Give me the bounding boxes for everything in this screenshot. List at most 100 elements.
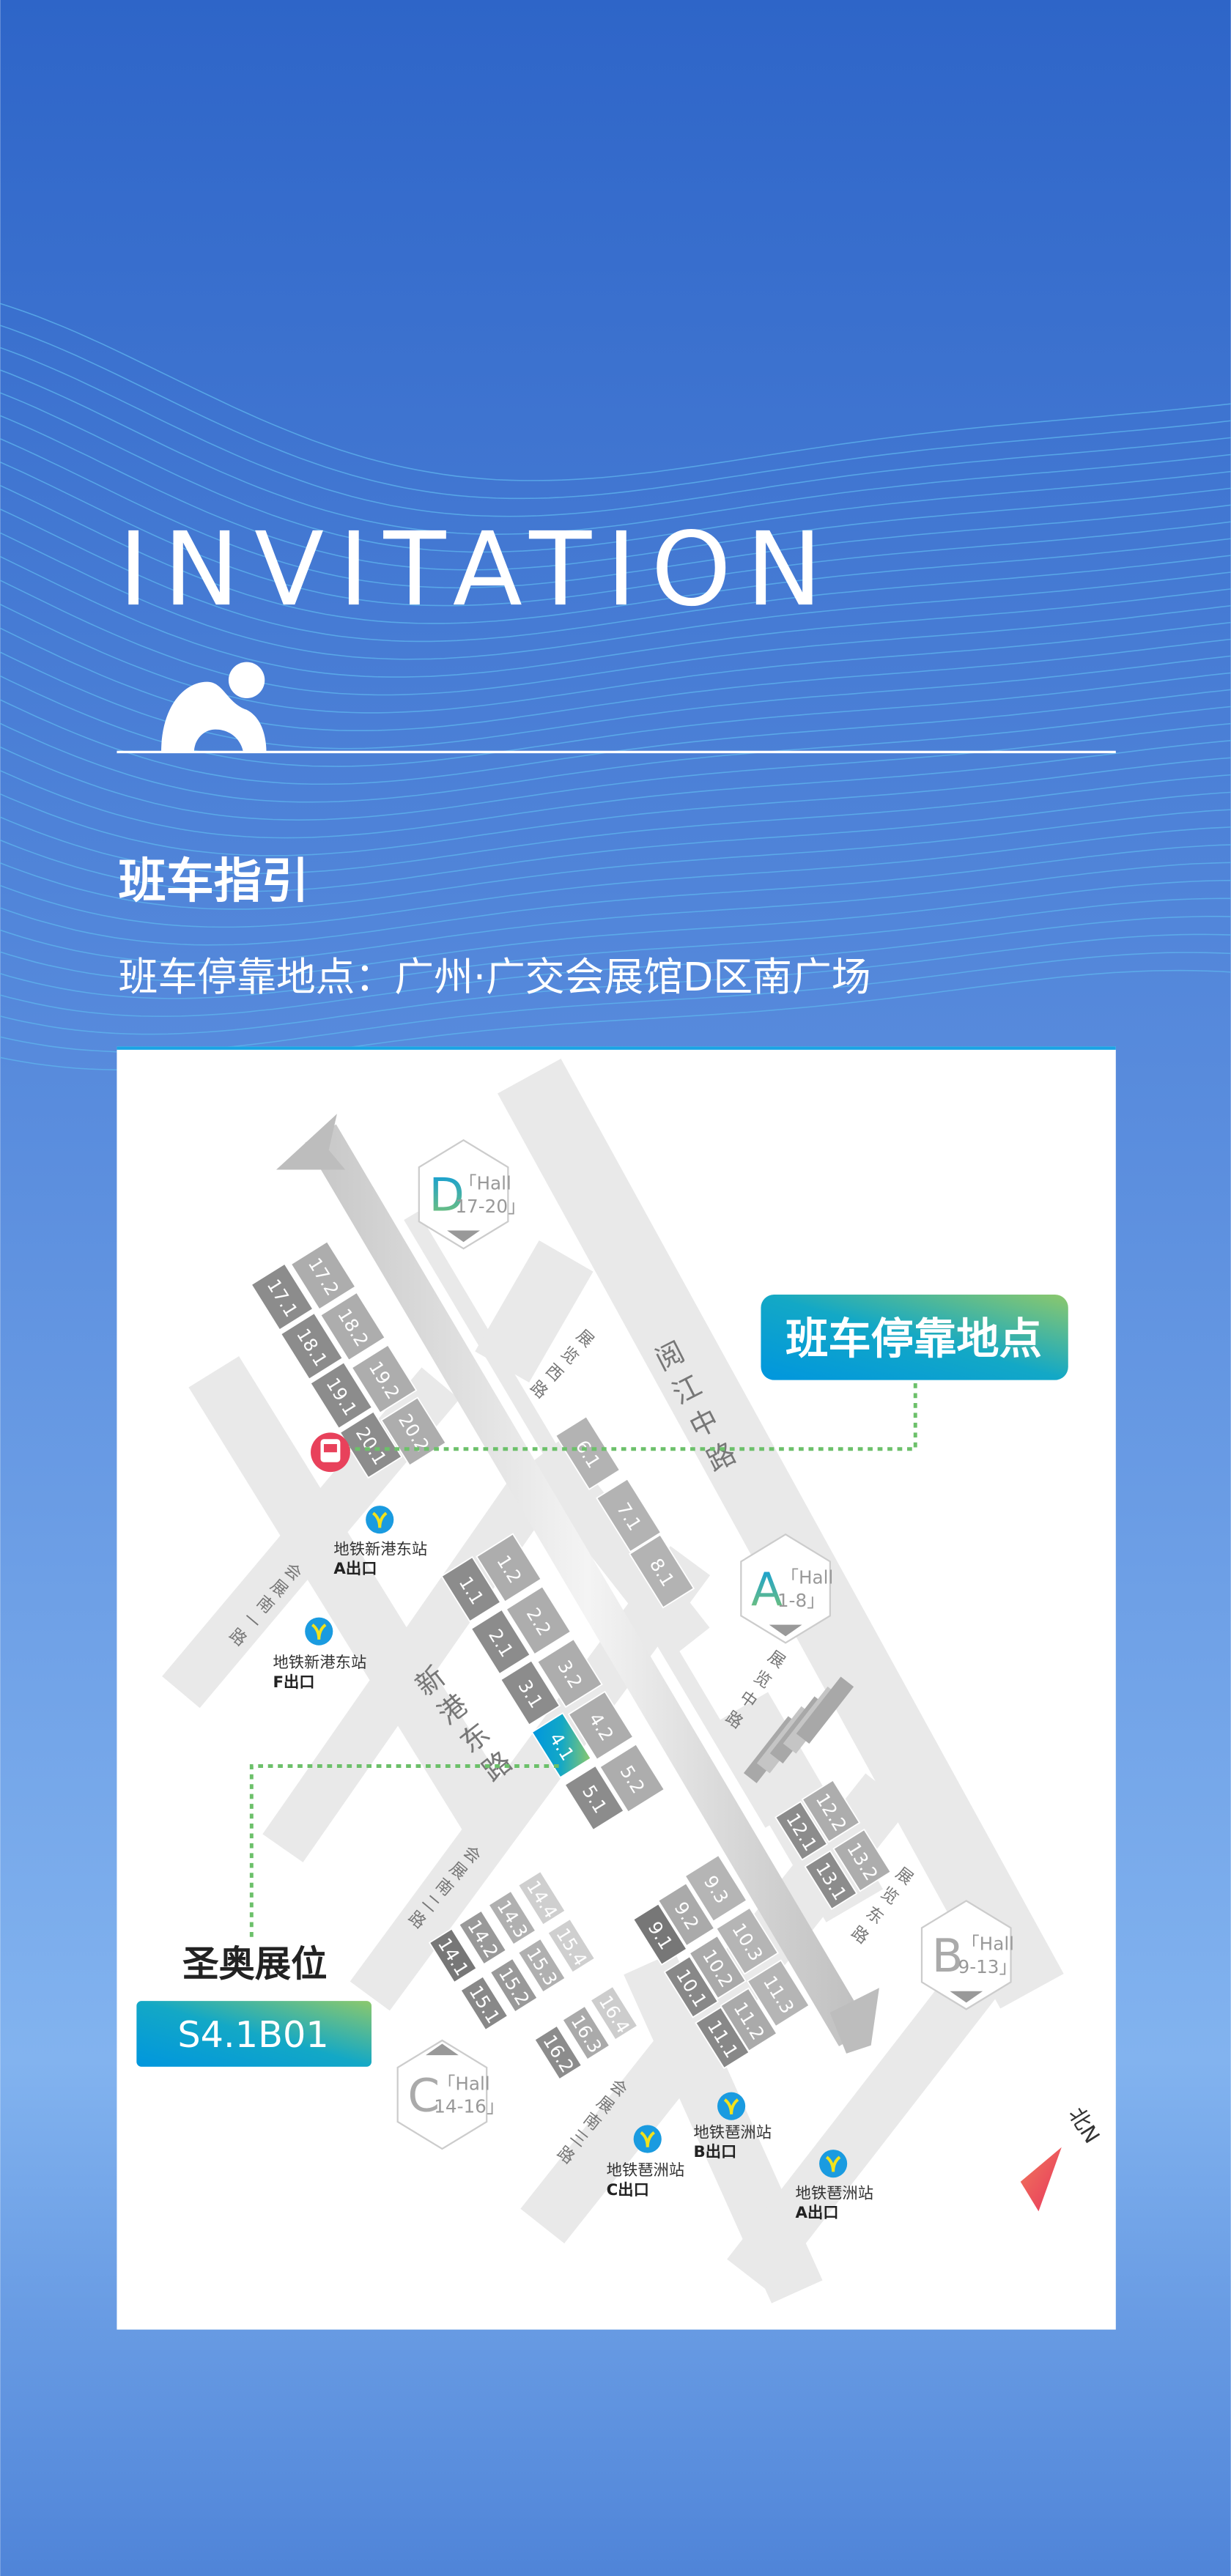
zone-hall-label: 「Hall — [780, 1567, 833, 1588]
hexagon — [920, 1900, 1012, 2010]
wave-line — [0, 325, 1231, 500]
hall-block — [533, 2024, 583, 2081]
hall-block — [517, 1870, 566, 1926]
wave-line — [0, 791, 1231, 892]
wave-line — [0, 809, 1231, 910]
wave-line — [0, 369, 1231, 535]
wave-decoration — [0, 303, 1231, 1071]
hall-block — [563, 1764, 625, 1832]
wave-line — [0, 879, 1231, 982]
hall-block — [428, 1928, 478, 1984]
zone-letter: B — [932, 1929, 964, 1983]
hall-block — [487, 1890, 537, 1946]
hall-block — [628, 1533, 695, 1609]
central-avenue — [305, 1124, 870, 2047]
hall-block — [489, 1957, 539, 2013]
hexagon — [396, 2039, 488, 2150]
hall-1-2: 1.2 — [476, 1533, 542, 1603]
metro-station-name: 地铁新港东站 — [273, 1654, 366, 1672]
wave-line — [0, 437, 1231, 589]
metro-exit-name: F出口 — [273, 1673, 314, 1692]
brand-logo — [160, 662, 267, 752]
map-card-top-border — [117, 1046, 1116, 1050]
hall-3-2: 3.2 — [536, 1637, 603, 1709]
bus-callout-connector — [336, 1383, 917, 1451]
zone-hall-range: 17-20」 — [455, 1196, 525, 1217]
hall-block — [775, 1800, 829, 1861]
hall-block — [688, 1934, 747, 1999]
triangle-icon — [447, 1230, 481, 1243]
zone-hall-label: 「Hall — [459, 1172, 511, 1193]
hall-block — [663, 1955, 720, 2018]
hall-3-1: 3.1 — [500, 1659, 561, 1726]
road — [262, 1456, 566, 1862]
wave-line — [0, 915, 1231, 1017]
hall-2-1: 2.1 — [470, 1608, 531, 1676]
hall-block — [796, 1676, 854, 1744]
hall-2-2: 2.2 — [505, 1585, 572, 1656]
wave-line — [0, 392, 1231, 553]
hall-block — [720, 1987, 778, 2052]
header-divider — [117, 750, 1116, 754]
hall-4-1: 4.1 — [531, 1711, 592, 1779]
metro-glyph — [640, 2131, 655, 2147]
hall-18-1: 18.1 — [280, 1311, 344, 1380]
booth-badge[interactable]: S4.1B01 — [136, 2001, 372, 2067]
hall-7-1: 7.1 — [596, 1478, 662, 1553]
bus-stop-marker[interactable] — [311, 1432, 350, 1473]
north-arrow-icon — [1020, 2147, 1062, 2212]
hall-block — [832, 1828, 892, 1892]
wave-line — [0, 757, 1231, 856]
hall-block — [746, 1959, 810, 2028]
hall-9-1: 9.1 — [632, 1903, 688, 1966]
booth-title: 圣奥展位 — [182, 1943, 327, 1985]
hall-block — [596, 1478, 662, 1553]
hall-block — [536, 1637, 603, 1709]
hall-block — [555, 1415, 621, 1490]
wave-line — [0, 303, 1231, 481]
hall-15-4: 15.4 — [547, 1917, 596, 1974]
triangle-icon — [950, 1991, 983, 2003]
hall-block — [804, 1850, 858, 1910]
zone-letter: C — [407, 2068, 440, 2122]
metro-glyph — [311, 1624, 327, 1640]
zone-hall-range: 9-13」 — [958, 1956, 1018, 1977]
hall-block — [684, 1854, 748, 1922]
hall-block — [589, 1985, 639, 2041]
wave-line — [0, 347, 1231, 517]
road — [404, 1211, 780, 1828]
wave-line — [0, 508, 1231, 643]
wave-line — [0, 484, 1231, 624]
wave-line — [0, 774, 1231, 875]
metro-exit-name: C出口 — [607, 2181, 649, 2199]
hall-10-3: 10.3 — [715, 1906, 779, 1975]
booth-code: S4.1B01 — [177, 2013, 328, 2056]
road — [188, 1356, 519, 1840]
hall-block — [289, 1240, 357, 1311]
wave-line — [0, 844, 1231, 946]
avenue-end — [276, 1114, 346, 1170]
hall-4-2: 4.2 — [567, 1690, 635, 1761]
zone-hall-label: 「Hall — [437, 2073, 490, 2094]
hall-block — [319, 1291, 386, 1361]
booth-connector — [249, 1764, 559, 1939]
hall-block — [459, 1975, 509, 2032]
metro-exit-name: B出口 — [694, 2143, 737, 2161]
metro-station-name: 地铁琶洲站 — [796, 2184, 874, 2202]
triangle-icon — [769, 1624, 802, 1637]
metro-glyph — [371, 1511, 388, 1528]
wave-line — [0, 826, 1231, 928]
metro-station-name: 地铁琶洲站 — [607, 2161, 684, 2180]
hall-block — [547, 1917, 596, 1974]
hall-11-3: 11.3 — [746, 1959, 810, 2028]
